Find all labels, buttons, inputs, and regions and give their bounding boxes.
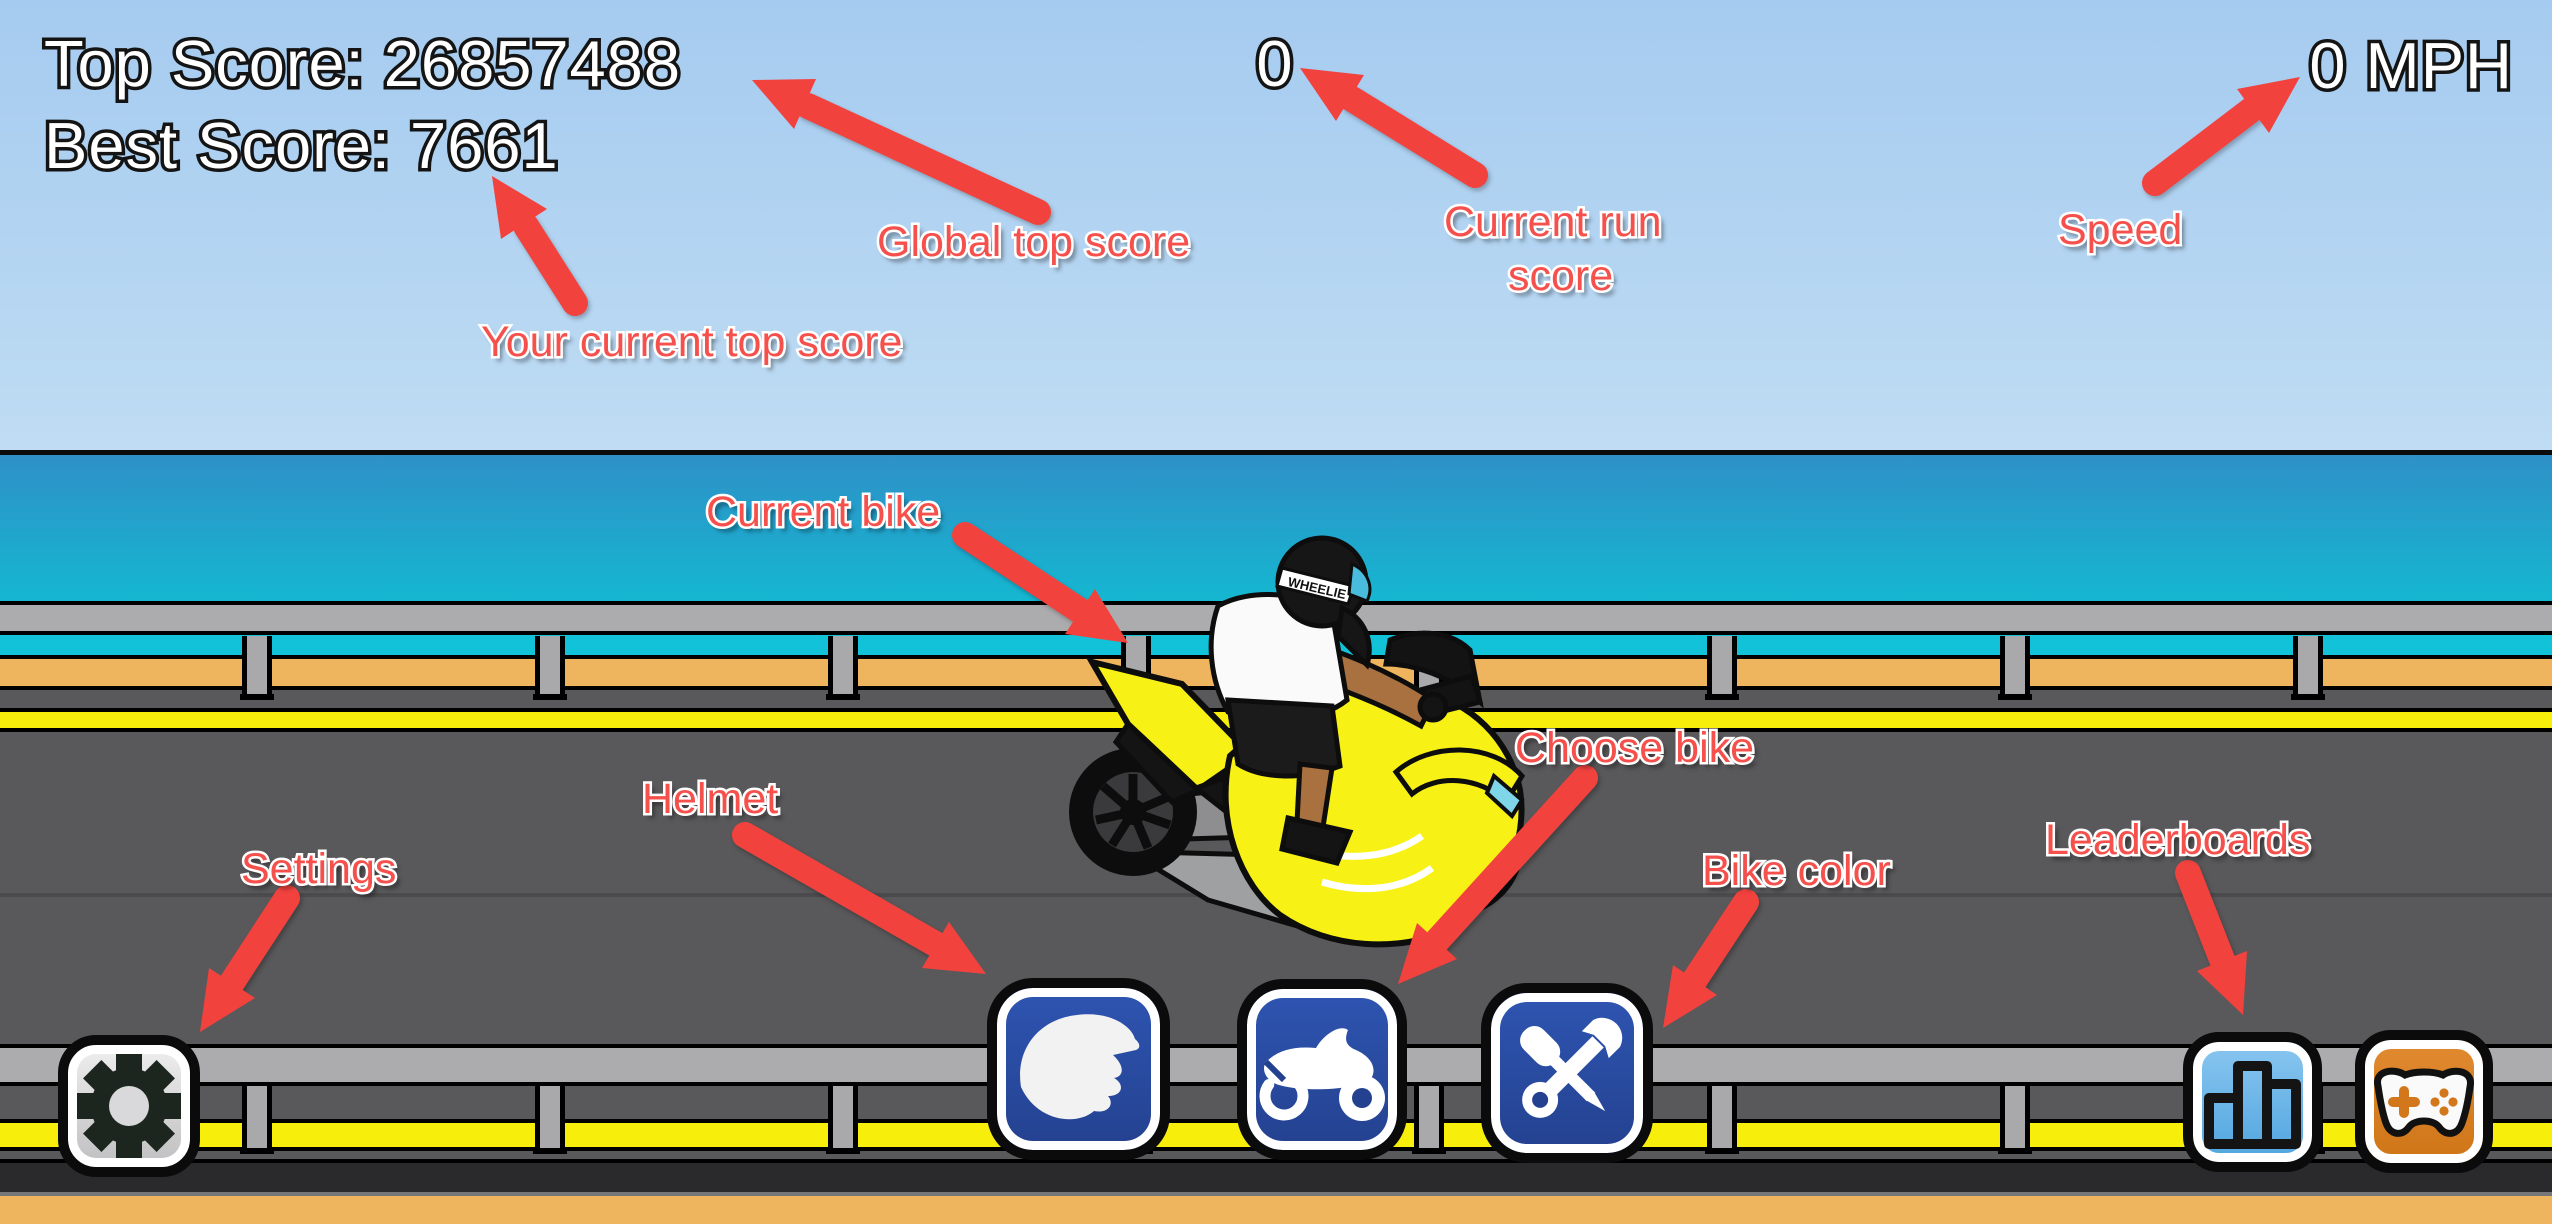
choose-bike-label: Choose bike xyxy=(1515,724,1754,773)
choose-bike-button[interactable] xyxy=(1237,979,1407,1160)
gear-icon xyxy=(71,1048,187,1164)
current-run-score: 0 xyxy=(1256,26,1293,101)
wrench-screwdriver-icon xyxy=(1503,1009,1631,1137)
bike-color-label: Bike color xyxy=(1702,847,1891,896)
current-bike-label: Current bike xyxy=(706,488,940,537)
global-top-score-label: Global top score xyxy=(877,218,1190,267)
bike-color-button[interactable] xyxy=(1481,983,1653,1163)
helmet-icon xyxy=(1014,1007,1144,1131)
leaderboards-button[interactable] xyxy=(2183,1032,2322,1172)
play-games-button[interactable] xyxy=(2355,1030,2493,1173)
current-run-score-label-line1: Current run xyxy=(1444,198,1662,247)
helmet-button[interactable] xyxy=(987,978,1170,1160)
horizon-line xyxy=(0,450,2552,455)
bar-chart-icon xyxy=(2201,1052,2305,1152)
motorcycle-icon xyxy=(1259,1015,1385,1125)
best-score: Best Score: 7661 xyxy=(44,108,559,183)
helmet-label: Helmet xyxy=(642,775,778,824)
settings-button[interactable] xyxy=(58,1035,200,1177)
top-score: Top Score: 26857488 xyxy=(44,26,681,101)
leaderboards-label: Leaderboards xyxy=(2045,816,2311,865)
gamepad-icon xyxy=(2369,1060,2479,1144)
your-current-top-score-label: Your current top score xyxy=(481,318,903,367)
speed-value: 0 MPH xyxy=(2309,28,2513,103)
speed-label: Speed xyxy=(2058,206,2183,255)
current-run-score-label-line2: score xyxy=(1508,252,1613,301)
road-edge-strip xyxy=(0,1159,2552,1196)
settings-label: Settings xyxy=(241,845,397,894)
sand-strip-near xyxy=(0,1196,2552,1224)
